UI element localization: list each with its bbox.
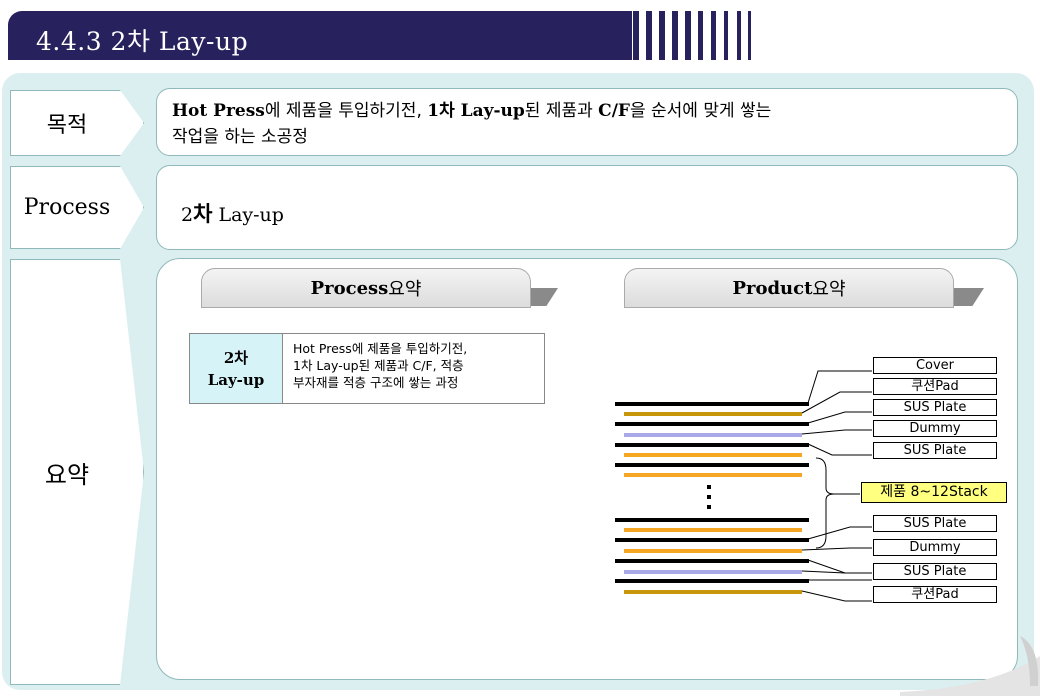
leader-line [807,443,872,456]
process-label: Process [23,195,111,220]
product-summary-header: Product 요약 [624,268,954,308]
purpose-text-line2: 작업을 하는 소공정 [172,127,308,147]
product-summary-header-normal: 요약 [812,279,846,300]
process-label-box: Process [10,166,144,249]
purpose-text-part: 된 제품과 [524,101,599,121]
purpose-text-bold: C/F [598,101,630,121]
summary-content-box [156,258,1018,680]
leader-line [801,429,872,435]
process-text-suffix: Lay-up [212,204,284,226]
purpose-label: 목적 [46,113,88,138]
header-stripes-decoration [633,11,753,60]
ellipsis-dot [707,505,711,509]
process-desc-line2: 1차 Lay-up된 제품과 C/F, 적층 [293,358,464,373]
purpose-text-part: 을 순서에 맞게 쌓는 [629,101,772,121]
purpose-text-bold: Hot Press [172,101,265,121]
ellipsis-dot [707,495,711,499]
section-header-bar [8,11,632,60]
label-cover: Cover [873,357,997,374]
label-product-stack: 제품 8~12Stack [861,482,1007,503]
label-sus-plate-1: SUS Plate [873,399,997,416]
layer-sus-plate [615,443,809,447]
process-text: 2차 Lay-up [181,198,284,228]
layer-sus-plate [615,579,809,583]
layer-product-cf [624,528,802,532]
process-summary-table: 2차 Lay-up Hot Press에 제품을 투입하기전, 1차 Lay-up… [189,333,545,404]
label-sus-plate-3: SUS Plate [873,515,997,532]
process-step-line1: 2차 [223,348,249,367]
process-content-box [156,165,1018,250]
label-cushion-pad-bottom: 쿠션Pad [873,586,997,603]
purpose-label-box: 목적 [10,90,144,156]
process-step-cell: 2차 Lay-up [190,334,283,403]
layer-cushion-pad [624,590,802,594]
layer-product-cf [624,473,802,477]
leader-line [801,590,872,602]
leader-line [807,411,872,424]
summary-label: 요약 [44,460,90,489]
process-summary-header-bold: Process [310,277,389,299]
section-title: 4.4.3 2차 Lay-up [36,27,249,56]
leader-line [807,559,872,574]
purpose-text: Hot Press에 제품을 투입하기전, 1차 Lay-up된 제품과 C/F… [172,98,1002,150]
layer-sus-plate [615,559,809,563]
layer-cover [615,402,809,406]
corner-swoosh-decoration [900,636,1040,696]
label-dummy-bottom: Dummy [873,539,997,556]
process-summary-header: Process 요약 [201,268,531,308]
layer-dummy [624,570,802,574]
summary-label-box: 요약 [10,259,144,685]
leader-line [807,526,872,540]
purpose-text-part: 에 제품을 투입하기전, [264,101,428,121]
layer-product-cf [624,549,802,553]
process-step-line2: Lay-up [207,370,265,389]
layer-product [615,538,809,542]
process-description-cell: Hot Press에 제품을 투입하기전, 1차 Lay-up된 제품과 C/F… [283,334,544,403]
layer-product-cf [624,453,802,457]
layer-sus-plate [615,422,809,426]
process-text-bold: 차 [193,202,213,226]
process-desc-line1: Hot Press에 제품을 투입하기전, [293,341,468,356]
ellipsis-dot [707,485,711,489]
label-dummy-top: Dummy [873,420,997,437]
process-summary-header-normal: 요약 [388,279,422,300]
layer-dummy [624,433,802,437]
leader-line [801,547,872,551]
purpose-content-box [156,88,1018,156]
leader-lines [801,370,872,602]
label-sus-plate-4: SUS Plate [873,563,997,580]
layer-cushion-pad [624,412,802,416]
process-desc-line3: 부자재를 적층 구조에 쌓는 과정 [293,375,459,390]
product-summary-header-bold: Product [732,277,813,299]
leader-line [807,370,872,404]
purpose-text-bold: 1차 Lay-up [427,101,525,121]
label-sus-plate-2: SUS Plate [873,442,997,459]
leader-line [801,570,846,574]
leader-line [801,391,872,414]
process-text-prefix: 2 [181,204,194,226]
layer-product [615,463,809,467]
stack-layers [615,402,809,594]
layer-product [615,518,809,522]
label-cushion-pad-top: 쿠션Pad [873,378,997,395]
